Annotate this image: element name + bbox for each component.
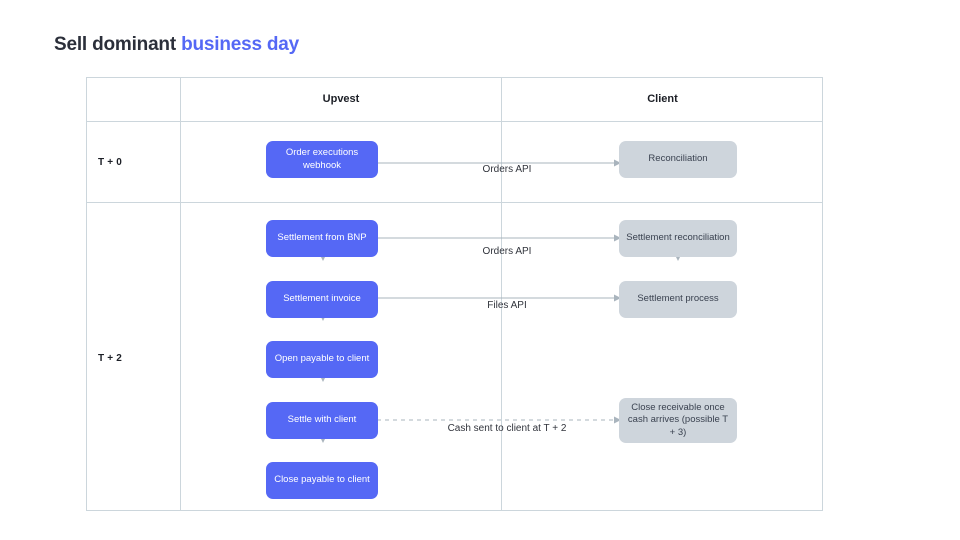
row-divider-t0-t2 — [87, 202, 822, 203]
column-header-upvest: Upvest — [322, 93, 360, 105]
node-settlement-process[interactable]: Settlement process — [619, 281, 737, 318]
edge-label-orders-api-t2: Orders API — [482, 246, 532, 257]
node-settlement-from-bnp[interactable]: Settlement from BNP — [266, 220, 378, 257]
node-settlement-reconciliation[interactable]: Settlement reconciliation — [619, 220, 737, 257]
page-title: Sell dominant business day — [54, 34, 299, 56]
connector-orders-api-t2 — [377, 233, 623, 243]
row-label-t0: T + 0 — [98, 157, 123, 168]
node-settle-with-client[interactable]: Settle with client — [266, 402, 378, 439]
column-header-client: Client — [647, 93, 678, 105]
column-divider-upvest-client — [501, 78, 502, 510]
node-reconciliation[interactable]: Reconciliation — [619, 141, 737, 178]
node-close-payable-to-client[interactable]: Close payable to client — [266, 462, 378, 499]
node-settlement-invoice[interactable]: Settlement invoice — [266, 281, 378, 318]
swimlane-diagram: Upvest Client T + 0 T + 2 Orders API Ord… — [86, 77, 823, 511]
node-open-payable-to-client[interactable]: Open payable to client — [266, 341, 378, 378]
connector-orders-api-t0 — [377, 158, 623, 168]
column-divider-time-upvest — [180, 78, 181, 510]
row-divider-header — [87, 121, 822, 122]
edge-label-orders-api-t0: Orders API — [482, 164, 532, 175]
connector-files-api — [377, 293, 623, 303]
node-order-executions-webhook[interactable]: Order executions webhook — [266, 141, 378, 178]
edge-label-files-api: Files API — [487, 300, 527, 311]
edge-label-cash-sent: Cash sent to client at T + 2 — [447, 423, 567, 434]
page-title-lead: Sell dominant — [54, 34, 176, 55]
row-label-t2: T + 2 — [98, 353, 123, 364]
connector-cash-sent — [377, 415, 623, 425]
node-close-receivable[interactable]: Close receivable once cash arrives (poss… — [619, 398, 737, 443]
page-title-accent: business day — [181, 34, 300, 55]
